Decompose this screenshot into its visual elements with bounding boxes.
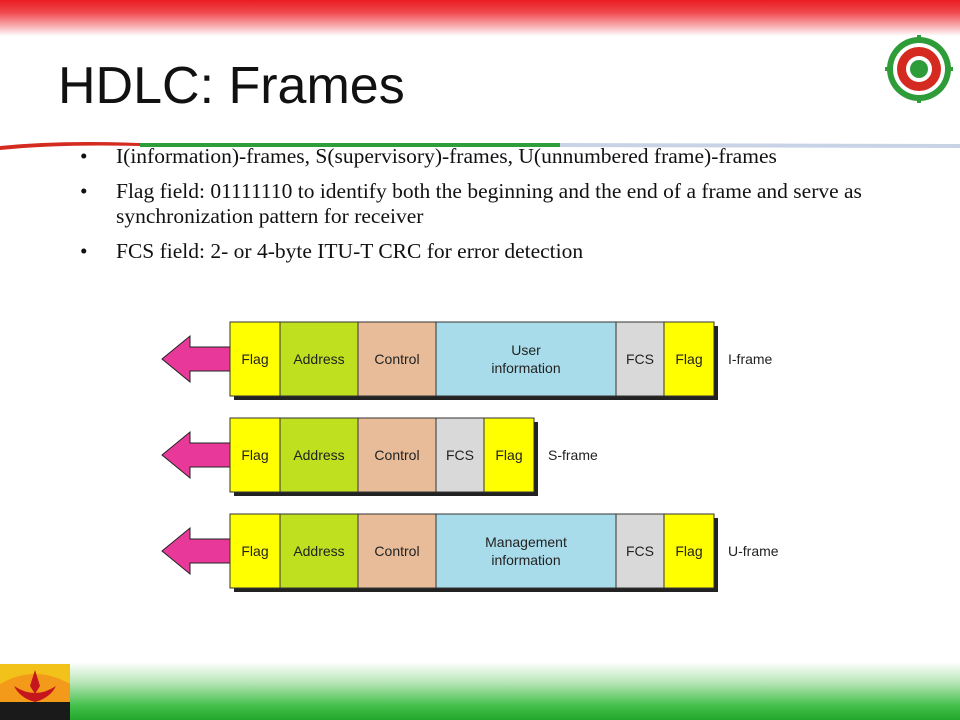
bullet-fcs-field: • FCS field: 2- or 4-byte ITU-T CRC for e… [80, 239, 880, 264]
field-box-management-information [435, 513, 617, 589]
field-label: Flag [241, 543, 268, 559]
bottom-green-band [0, 662, 960, 720]
field-box-control [357, 513, 437, 589]
frame-row-u-frame: Flag Address Control Management information F… [161, 513, 779, 592]
bullet-text: I(information)-frames, S(supervisory)-fr… [116, 144, 777, 168]
field-box-address [279, 513, 359, 589]
field-label: Management [485, 534, 567, 550]
bullet-frame-types: • I(information)-frames, S(supervisory)-f… [80, 144, 880, 169]
bullet-dot: • [80, 239, 88, 263]
direction-arrow-icon [161, 334, 231, 384]
field-label: FCS [626, 351, 654, 367]
field-label: Flag [495, 447, 522, 463]
field-label: Address [293, 543, 344, 559]
field-label: Flag [241, 351, 268, 367]
frame-row-i-frame: Flag Address Control User information FCS Flag… [161, 321, 773, 400]
field-box-flag [663, 321, 715, 397]
field-label: FCS [446, 447, 474, 463]
field-box-flag [229, 417, 281, 493]
field-label: FCS [626, 543, 654, 559]
field-label: Control [374, 543, 419, 559]
field-label: Flag [675, 543, 702, 559]
ecell-logo-icon [0, 664, 70, 720]
frame-type-label: U-frame [728, 543, 779, 559]
field-box-control [357, 321, 437, 397]
field-box-fcs [615, 513, 665, 589]
field-label: Control [374, 447, 419, 463]
field-box-user-information [435, 321, 617, 397]
bullet-dot: • [80, 179, 88, 203]
field-box-flag [663, 513, 715, 589]
frame-type-label: S-frame [548, 447, 598, 463]
field-label: Flag [675, 351, 702, 367]
direction-arrow-icon [161, 430, 231, 480]
bullet-dot: • [80, 144, 88, 168]
bullet-text: FCS field: 2- or 4-byte ITU-T CRC for er… [116, 239, 584, 263]
field-label: information [491, 360, 560, 376]
field-label: Flag [241, 447, 268, 463]
field-label: Control [374, 351, 419, 367]
field-label: Address [293, 351, 344, 367]
frame-row-s-frame: Flag Address Control FCS Flag S-frame [161, 417, 598, 496]
field-box-control [357, 417, 437, 493]
direction-arrow-icon [161, 526, 231, 576]
college-emblem-icon [885, 35, 953, 103]
field-box-flag [229, 513, 281, 589]
slide-title: HDLC: Frames [58, 57, 405, 115]
top-red-band [0, 0, 960, 36]
field-box-flag [483, 417, 535, 493]
field-label: information [491, 552, 560, 568]
field-label: Address [293, 447, 344, 463]
field-label: User [511, 342, 541, 358]
field-box-address [279, 417, 359, 493]
bullet-text: Flag field: 01111110 to identify both th… [116, 179, 862, 228]
title-divider [0, 142, 960, 150]
frame-type-label: I-frame [728, 351, 773, 367]
field-box-fcs [435, 417, 485, 493]
bullet-flag-field: • Flag field: 01111110 to identify both t… [80, 179, 880, 229]
bullet-list: • I(information)-frames, S(supervisory)-f… [80, 144, 880, 274]
